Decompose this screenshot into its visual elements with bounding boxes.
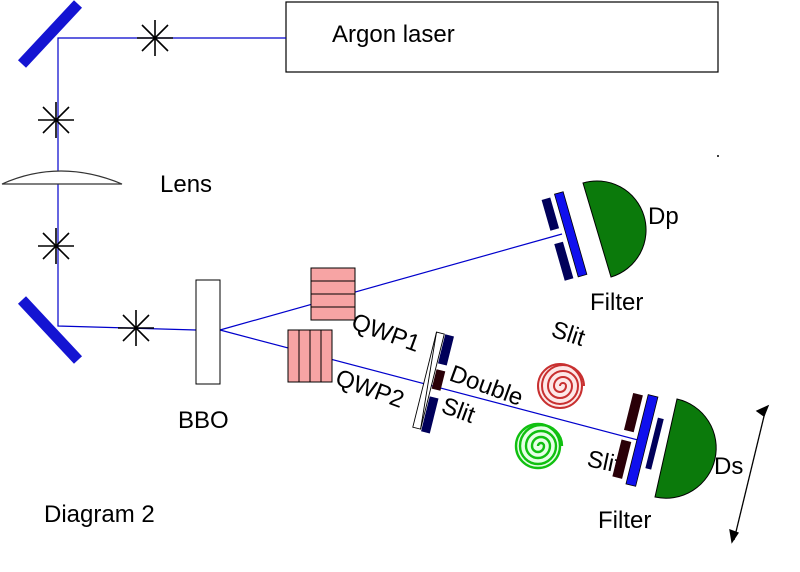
filter-bottom <box>612 392 664 487</box>
lens <box>1 170 123 185</box>
polarization-star-4 <box>118 310 154 346</box>
qwp2-label: QWP2 <box>332 364 408 414</box>
detector-dp <box>582 180 647 278</box>
qwp2-waveplate <box>287 329 333 383</box>
polarization-star-1 <box>137 20 173 56</box>
polarization-star-2 <box>38 102 74 138</box>
lens-label: Lens <box>160 171 212 198</box>
diagram-caption: Diagram 2 <box>44 501 155 528</box>
double-slit <box>412 331 454 434</box>
qwp1-waveplate <box>310 267 356 321</box>
stray-dot <box>717 155 719 157</box>
filter-top-label: Filter <box>590 289 643 316</box>
double-slit-label: Slit <box>438 392 479 429</box>
spiral-green <box>514 422 564 470</box>
mirror-top <box>17 0 83 68</box>
bbo-label: BBO <box>178 407 229 434</box>
filter-bottom-label: Filter <box>598 507 651 534</box>
polarization-star-3 <box>38 228 74 264</box>
argon-laser-box <box>285 1 719 73</box>
slit-top-label: Slit <box>548 316 588 352</box>
polarization-stars <box>38 20 173 346</box>
argon-laser-label: Argon laser <box>332 21 455 48</box>
detector-ds-label: Ds <box>714 453 743 480</box>
detector-ds <box>654 398 717 499</box>
mirror-bottom <box>17 296 83 364</box>
spiral-red <box>537 363 585 409</box>
bbo-crystal <box>195 279 221 385</box>
detector-dp-label: Dp <box>648 203 679 230</box>
filter-top <box>541 191 588 281</box>
scan-arrow <box>729 404 770 544</box>
qwp1-label: QWP1 <box>348 308 424 358</box>
